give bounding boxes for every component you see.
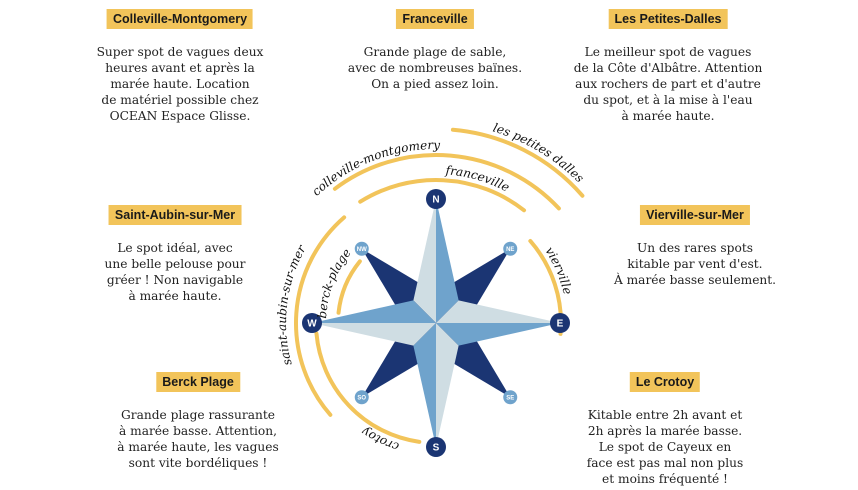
spot-saint-aubin: Saint-Aubin-sur-Mer Le spot idéal, avec …	[104, 204, 246, 304]
arc-crotoy	[314, 331, 422, 444]
spot-colleville: Colleville-Montgomery Super spot de vagu…	[96, 8, 264, 124]
star-point-main-left	[436, 323, 459, 447]
compass-marker-ne	[503, 241, 518, 256]
compass-label-se: SE	[506, 395, 514, 401]
compass-label-n: N	[432, 195, 439, 206]
arc-franceville	[358, 178, 527, 213]
compass-label-w: W	[307, 319, 317, 330]
compass-marker-se	[503, 390, 518, 405]
spot-label: Vierville-sur-Mer	[640, 205, 750, 225]
spot-label: Saint-Aubin-sur-Mer	[108, 205, 242, 225]
spot-vierville: Vierville-sur-Mer Un des rares spots kit…	[614, 204, 776, 288]
star-point-main-right	[413, 323, 436, 447]
spot-description: Grande plage rassurante à marée basse. A…	[117, 408, 279, 470]
compass-marker-n	[426, 189, 446, 209]
spot-label: Colleville-Montgomery	[106, 9, 254, 29]
compass-marker-s	[426, 437, 446, 457]
arc-label-petites_dalles: les petites dalles	[491, 121, 586, 186]
spot-crotoy: Le Crotoy Kitable entre 2h avant et 2h a…	[587, 371, 743, 487]
compass-marker-nw	[354, 241, 369, 256]
compass-marker-so	[354, 390, 369, 405]
compass-label-ne: NE	[506, 247, 514, 253]
arc-petites_dalles	[450, 127, 585, 198]
spot-description: Grande plage de sable, avec de nombreuse…	[347, 45, 523, 91]
spot-label: Les Petites-Dalles	[608, 9, 728, 29]
star-point-main-right	[312, 300, 436, 323]
spot-label: Franceville	[396, 9, 474, 29]
spot-description: Super spot de vagues deux heures avant e…	[96, 45, 264, 123]
compass-label-s: S	[433, 443, 440, 454]
compass-marker-e	[550, 313, 570, 333]
spot-label: Le Crotoy	[629, 372, 701, 392]
compass-label-so: SO	[357, 395, 366, 401]
spot-franceville: Franceville Grande plage de sable, avec …	[348, 8, 522, 92]
star-point-main-left	[436, 300, 560, 323]
spot-petites-dalles: Les Petites-Dalles Le meilleur spot de v…	[573, 8, 763, 124]
spot-description: Un des rares spots kitable par vent d'es…	[613, 241, 777, 287]
compass-marker-w	[302, 313, 322, 333]
compass-label-e: E	[557, 319, 564, 330]
arc-berck	[336, 259, 362, 315]
spot-description: Le spot idéal, avec une belle pelouse po…	[104, 241, 246, 303]
star-point-main-left	[413, 199, 436, 323]
spot-berck: Berck Plage Grande plage rassurante à ma…	[117, 371, 279, 471]
arc-label-saint_aubin: saint-aubin-sur-mer	[275, 242, 309, 367]
spot-description: Kitable entre 2h avant et 2h après la ma…	[586, 408, 744, 486]
compass-label-nw: NW	[357, 247, 367, 253]
spot-description: Le meilleur spot de vagues de la Côte d'…	[573, 45, 763, 123]
spot-label: Berck Plage	[156, 372, 240, 392]
arc-saint_aubin	[294, 215, 347, 417]
arc-colleville	[332, 153, 561, 211]
star-point-main-right	[436, 199, 459, 323]
star-point-main-left	[312, 323, 436, 346]
star-point-main-right	[436, 323, 560, 346]
